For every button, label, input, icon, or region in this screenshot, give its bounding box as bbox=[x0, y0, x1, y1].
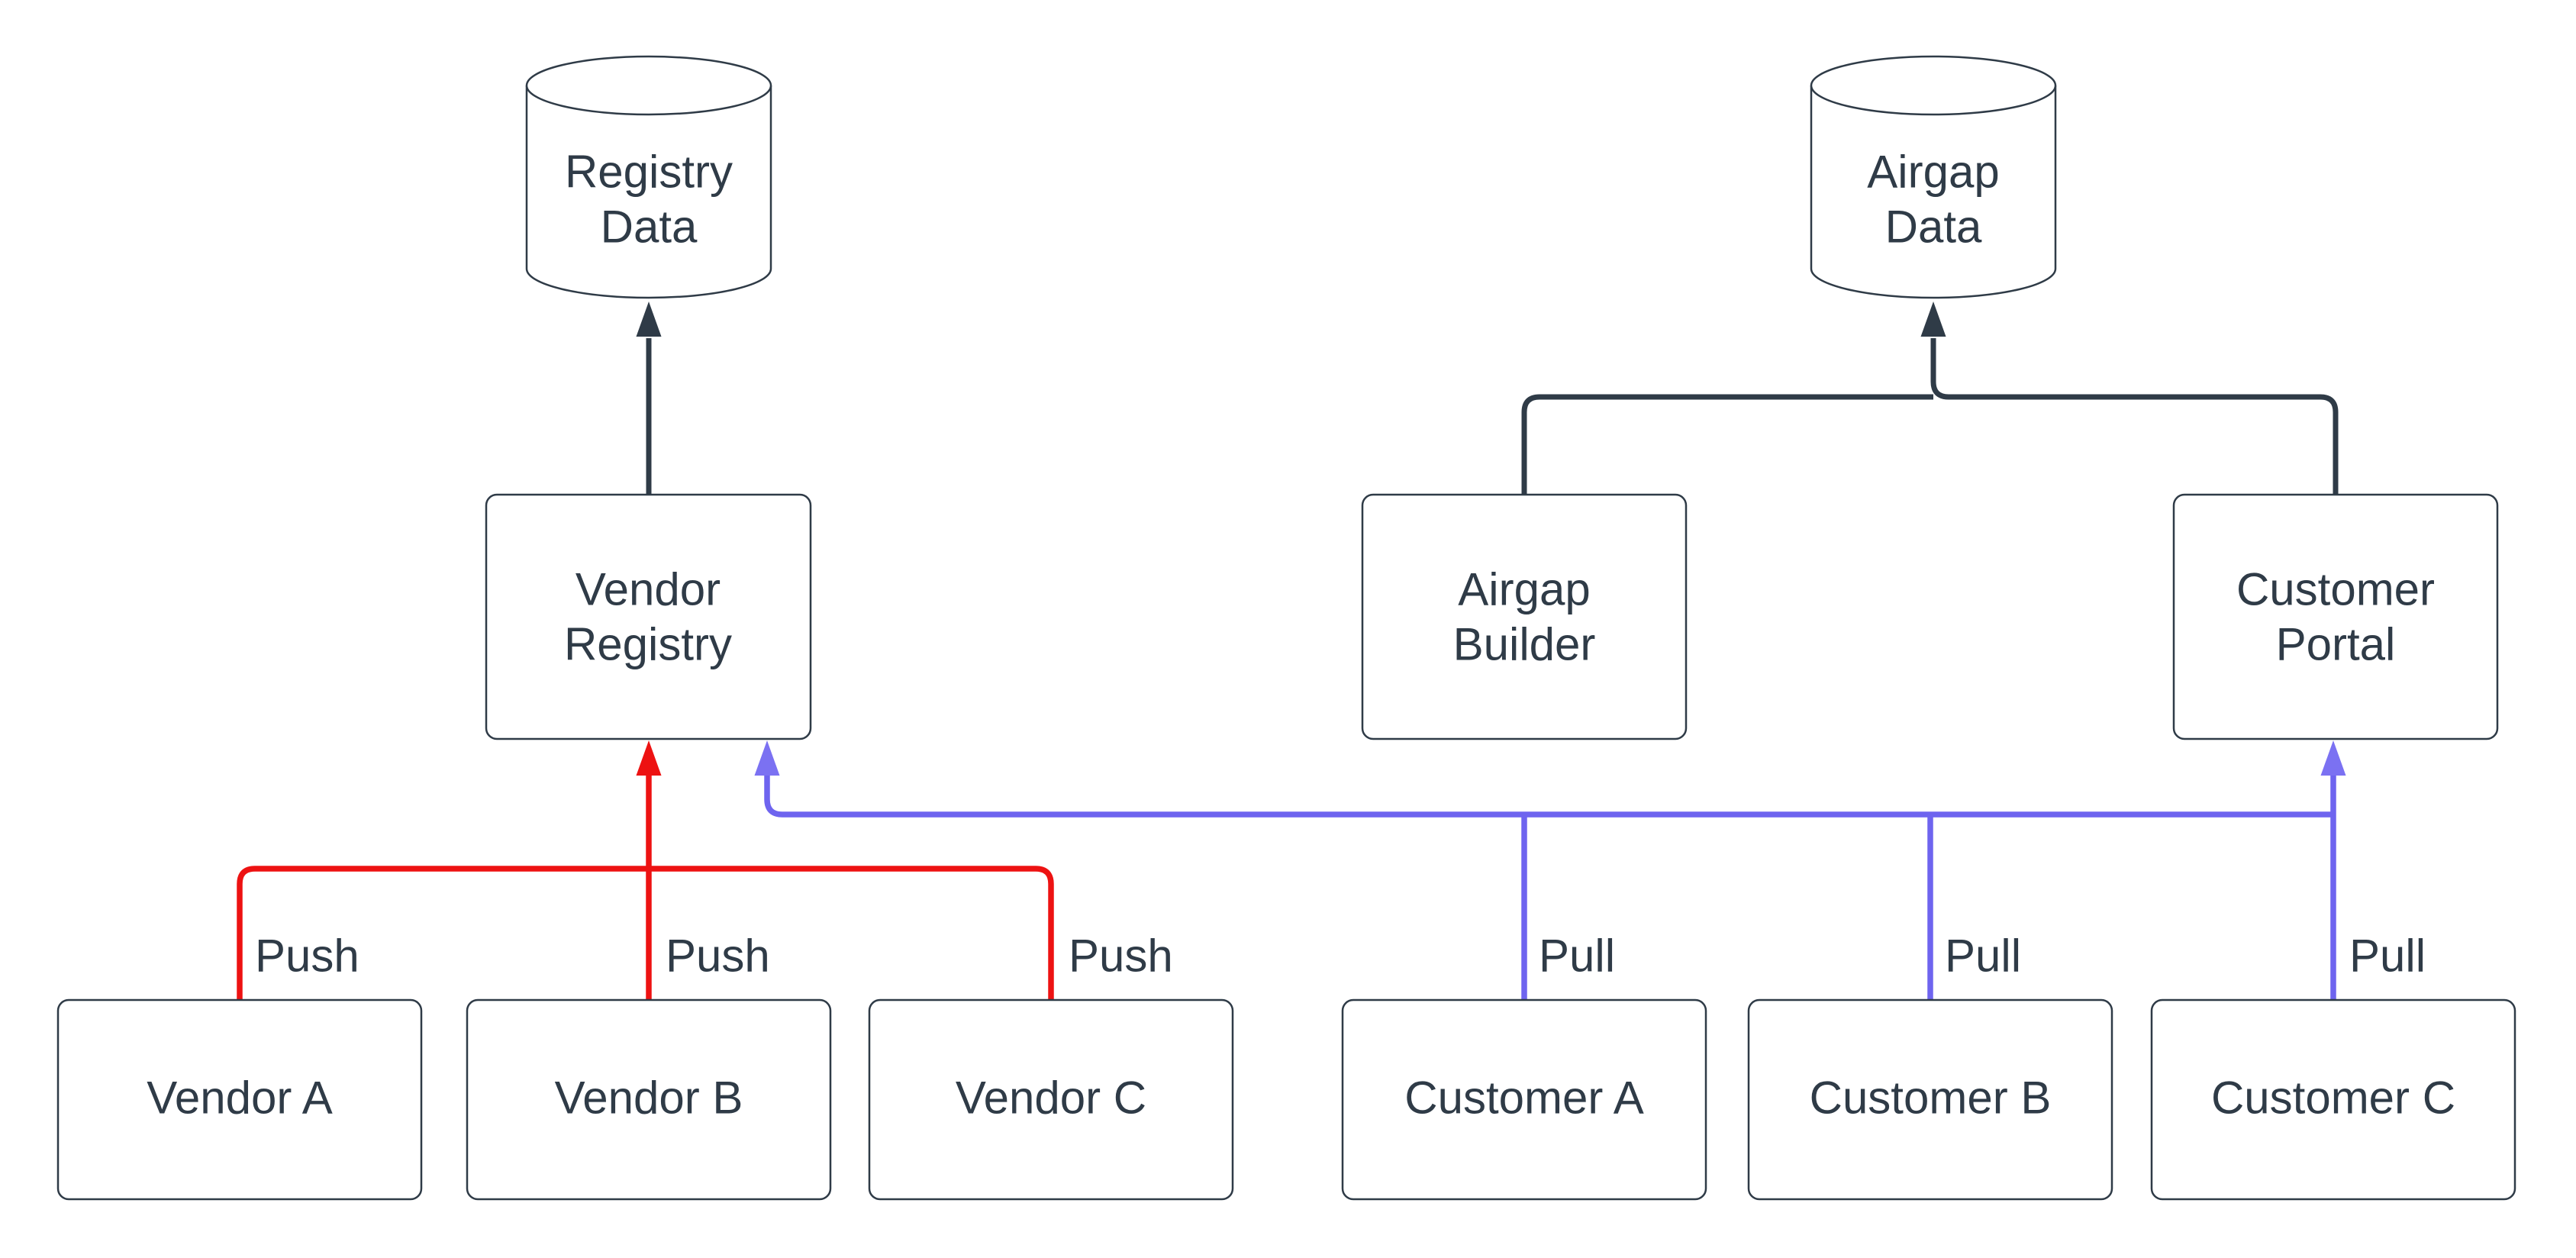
node-box bbox=[1341, 998, 1707, 1201]
node-vendor-c: Vendor C bbox=[868, 998, 1234, 1201]
node-label: Customer C bbox=[2211, 1073, 2455, 1124]
node-label-line1: Airgap bbox=[1867, 147, 1999, 198]
arrow-up-icon bbox=[636, 302, 662, 337]
node-label: Customer B bbox=[1810, 1073, 2052, 1124]
edge-vendor-registry-to-registry-data bbox=[636, 302, 662, 495]
edge-line bbox=[1521, 394, 1933, 495]
arrow-up-icon bbox=[636, 740, 662, 776]
node-box bbox=[868, 998, 1234, 1201]
node-box bbox=[1747, 998, 2113, 1201]
node-customer-a: Customer A bbox=[1341, 998, 1707, 1201]
edge-line bbox=[649, 866, 1054, 1000]
node-customer-c: Customer C bbox=[2150, 998, 2516, 1201]
edge-pull-trunk-to-vendor-registry bbox=[754, 740, 2333, 818]
node-vendor-a: Vendor A bbox=[56, 998, 423, 1201]
node-label: Vendor C bbox=[956, 1073, 1146, 1124]
arrow-up-icon bbox=[754, 740, 780, 776]
arrow-up-icon bbox=[2320, 740, 2346, 776]
edge-line bbox=[764, 774, 2333, 818]
node-label: Vendor B bbox=[555, 1073, 743, 1124]
edge-push-vendor-a bbox=[237, 866, 649, 1000]
edge-push-vendor-b bbox=[636, 740, 662, 1000]
edge-label-pull-customer-c: Pull bbox=[2349, 931, 2426, 982]
edge-label-pull-customer-a: Pull bbox=[1539, 931, 1615, 982]
node-label: Vendor A bbox=[147, 1073, 333, 1124]
database-cylinder-icon bbox=[1810, 85, 2057, 299]
edge-label-push-vendor-b: Push bbox=[666, 931, 770, 982]
node-box bbox=[56, 998, 423, 1201]
edge-line bbox=[237, 866, 649, 1000]
node-label-line2: Portal bbox=[2276, 619, 2396, 670]
node-box bbox=[2172, 493, 2499, 740]
edge-label-push-vendor-c: Push bbox=[1069, 931, 1173, 982]
node-label-line2: Builder bbox=[1453, 619, 1596, 670]
node-label-line1: Airgap bbox=[1458, 564, 1590, 615]
edge-airgap-builder-to-airgap-data bbox=[1521, 394, 1933, 495]
node-customer-b: Customer B bbox=[1747, 998, 2113, 1201]
database-cylinder-icon bbox=[525, 85, 772, 299]
node-label-line2: Data bbox=[601, 202, 698, 253]
node-label-line2: Registry bbox=[564, 619, 732, 670]
database-cylinder-top bbox=[525, 55, 772, 116]
node-customer-portal: Customer Portal bbox=[2172, 493, 2499, 740]
node-airgap-data: Airgap Data bbox=[1810, 55, 2057, 299]
node-label-line2: Data bbox=[1885, 202, 1982, 253]
node-box bbox=[2150, 998, 2516, 1201]
edge-line bbox=[1930, 338, 2339, 495]
node-vendor-registry: Vendor Registry bbox=[485, 493, 812, 740]
node-label: Customer A bbox=[1404, 1073, 1643, 1124]
edge-pull-customer-c-to-customer-portal bbox=[2320, 740, 2346, 1000]
edge-customer-portal-to-airgap-data bbox=[1920, 302, 2339, 495]
edge-label-push-vendor-a: Push bbox=[255, 931, 359, 982]
node-label-line1: Vendor bbox=[575, 564, 721, 615]
node-label-line1: Customer bbox=[2236, 564, 2435, 615]
node-airgap-builder: Airgap Builder bbox=[1361, 493, 1688, 740]
node-box bbox=[466, 998, 832, 1201]
arrow-up-icon bbox=[1920, 302, 1946, 337]
node-label-line1: Registry bbox=[565, 147, 733, 198]
node-box bbox=[1361, 493, 1688, 740]
node-vendor-b: Vendor B bbox=[466, 998, 832, 1201]
node-box bbox=[485, 493, 812, 740]
node-registry-data: Registry Data bbox=[525, 55, 772, 299]
edge-label-pull-customer-b: Pull bbox=[1945, 931, 2021, 982]
database-cylinder-top bbox=[1810, 55, 2057, 116]
edge-push-vendor-c bbox=[649, 866, 1054, 1000]
